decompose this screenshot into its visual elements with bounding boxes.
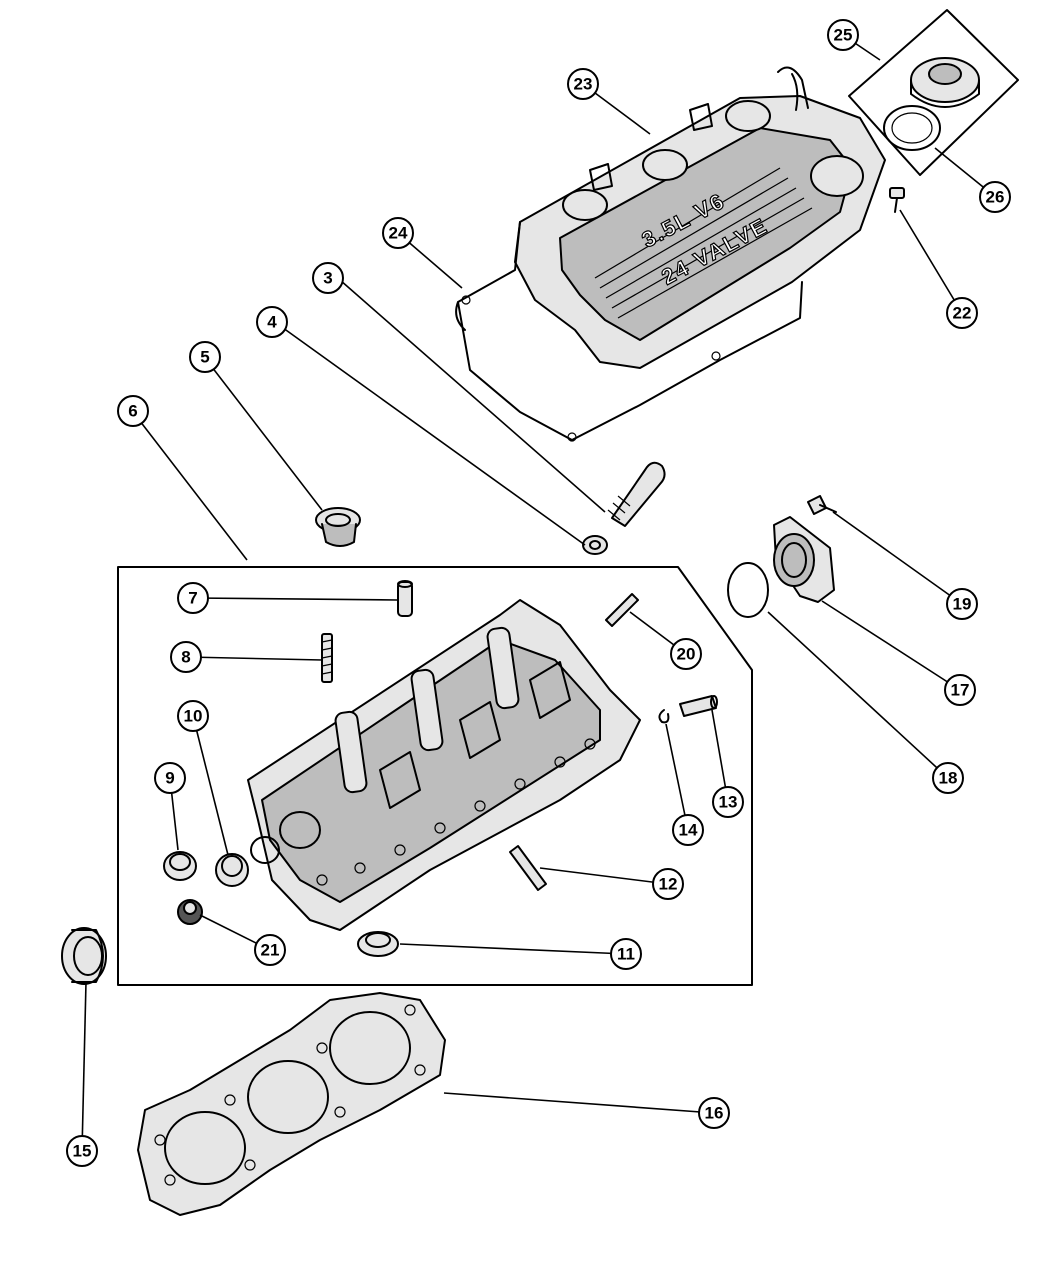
valve-cover-gasket — [455, 221, 803, 441]
svg-text:18: 18 — [939, 769, 958, 788]
dowel-pin-side — [679, 695, 718, 717]
oil-cap-group-frame — [848, 9, 1019, 176]
svg-text:16: 16 — [705, 1104, 724, 1123]
callout-14: 14 — [672, 814, 704, 846]
svg-text:22: 22 — [953, 304, 972, 323]
svg-text:21: 21 — [261, 941, 280, 960]
callout-17: 17 — [944, 674, 976, 706]
cup-plug-small — [163, 851, 197, 881]
exhaust-stud — [509, 845, 547, 891]
leader-lines — [81, 34, 994, 1152]
end-cover-plate — [773, 516, 835, 603]
ring-seal — [357, 931, 399, 957]
svg-text:7: 7 — [188, 589, 197, 608]
oil-filler-cap — [910, 57, 980, 108]
callout-18: 18 — [932, 762, 964, 794]
callout-16: 16 — [698, 1097, 730, 1129]
callout-25: 25 — [827, 19, 859, 51]
callout-15: 15 — [66, 1135, 98, 1167]
callout-5: 5 — [189, 341, 221, 373]
callout-22: 22 — [946, 297, 978, 329]
callout-3: 3 — [312, 262, 344, 294]
svg-text:9: 9 — [165, 769, 174, 788]
cover-bolt — [889, 187, 905, 213]
valve-cover — [514, 66, 886, 369]
camshaft-seal — [61, 927, 107, 985]
callout-8: 8 — [170, 641, 202, 673]
threaded-plug — [177, 899, 203, 925]
callout-11: 11 — [610, 938, 642, 970]
callout-9: 9 — [154, 762, 186, 794]
svg-text:14: 14 — [679, 821, 698, 840]
callout-21: 21 — [254, 934, 286, 966]
svg-text:13: 13 — [719, 793, 738, 812]
svg-text:25: 25 — [834, 26, 853, 45]
svg-text:3: 3 — [323, 269, 332, 288]
cylinder-head-group-frame — [117, 566, 753, 986]
svg-text:26: 26 — [986, 188, 1005, 207]
svg-text:10: 10 — [184, 707, 203, 726]
spark-plug-tube-seal — [315, 507, 361, 547]
o-ring — [727, 562, 769, 618]
callout-26: 26 — [979, 181, 1011, 213]
callout-6: 6 — [117, 395, 149, 427]
svg-text:24: 24 — [389, 224, 408, 243]
callout-23: 23 — [567, 68, 599, 100]
svg-text:11: 11 — [617, 945, 635, 964]
svg-text:19: 19 — [953, 595, 972, 614]
cylinder-head — [247, 599, 641, 931]
callout-24: 24 — [382, 217, 414, 249]
callout-13: 13 — [712, 786, 744, 818]
svg-text:5: 5 — [200, 348, 209, 367]
callout-7: 7 — [177, 582, 209, 614]
svg-text:17: 17 — [951, 681, 970, 700]
callout-12: 12 — [652, 868, 684, 900]
svg-text:15: 15 — [73, 1142, 92, 1161]
svg-text:8: 8 — [181, 648, 190, 667]
head-bolt-washer — [582, 535, 608, 555]
dowel-pin-upper — [397, 580, 413, 617]
callout-10: 10 — [177, 700, 209, 732]
cup-plug-large — [215, 853, 249, 887]
callout-20: 20 — [670, 638, 702, 670]
head-stud — [321, 633, 333, 683]
cylinder-head-gasket — [137, 992, 446, 1216]
svg-text:6: 6 — [128, 402, 137, 421]
head-bolt — [607, 461, 666, 527]
svg-text:23: 23 — [574, 75, 593, 94]
cap-gasket — [883, 105, 941, 151]
svg-text:4: 4 — [267, 313, 277, 332]
callout-19: 19 — [946, 588, 978, 620]
svg-text:12: 12 — [659, 875, 678, 894]
svg-text:20: 20 — [677, 645, 696, 664]
cover-plate-bolt — [807, 495, 837, 515]
retaining-clip — [658, 709, 670, 724]
callout-4: 4 — [256, 306, 288, 338]
cover-stud — [605, 593, 639, 627]
